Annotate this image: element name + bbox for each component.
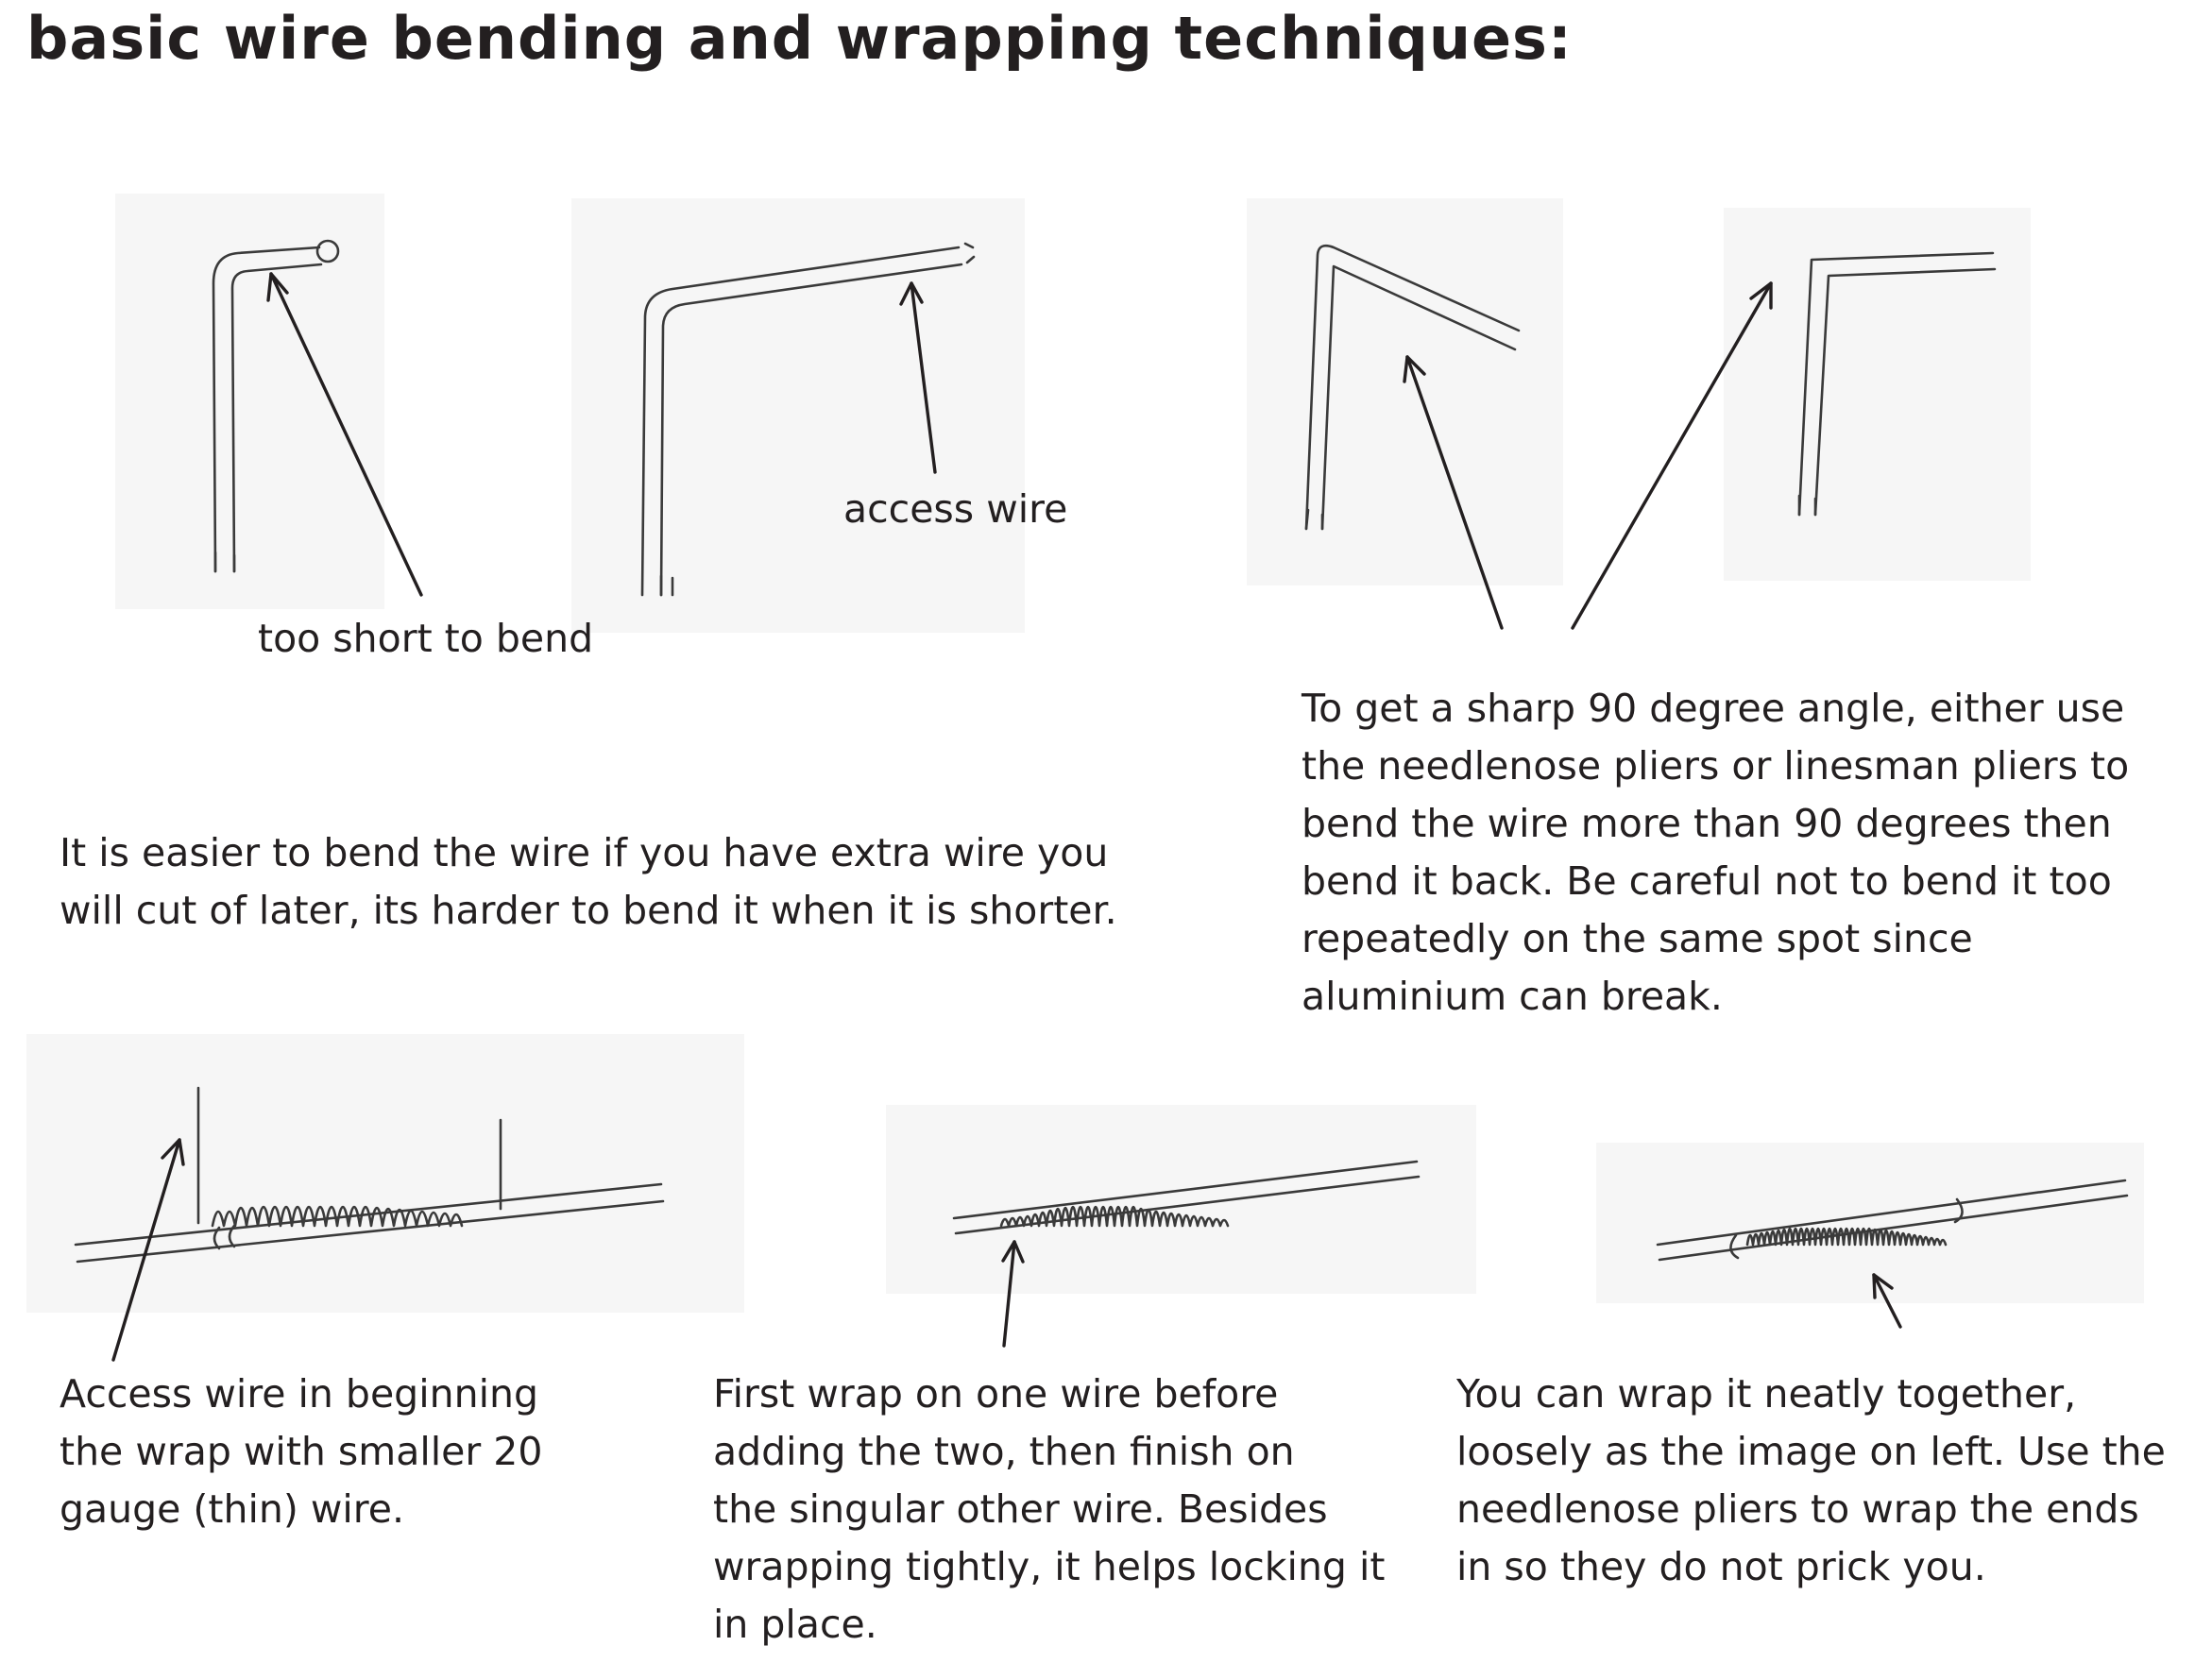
- arrow-first-wrap: [1001, 1240, 1025, 1348]
- arrow-neat-wrap: [1872, 1273, 1902, 1329]
- sketch-background-short-bend: [115, 194, 384, 609]
- arrow-access-wrap: [111, 1138, 185, 1362]
- first-wrap-sketch: [952, 1160, 1421, 1235]
- paragraph-access-wire-wrap: Access wire in beginning the wrap with s…: [60, 1371, 543, 1532]
- paragraph-first-wrap: First wrap on one wire before adding the…: [713, 1371, 1386, 1647]
- label-too-short-to-bend: too short to bend: [258, 616, 594, 661]
- over-bent-wire-sketch: [1304, 244, 1521, 531]
- sketch-background-access-wrap: [26, 1034, 744, 1313]
- access-wire-wrap-sketch: [74, 1086, 665, 1264]
- arrow-over-bend: [1403, 355, 1504, 630]
- sketch-background-first-wrap: [886, 1105, 1476, 1294]
- sketch-background-over-bend: [1247, 198, 1563, 585]
- arrow-access-wire: [899, 281, 937, 474]
- page-title: basic wire bending and wrapping techniqu…: [26, 4, 1573, 73]
- arrow-sharp-bend: [1571, 281, 1773, 630]
- short-wire-bend-sketch: [212, 239, 340, 573]
- paragraph-sharp-angle: To get a sharp 90 degree angle, either u…: [1302, 686, 2130, 1019]
- paragraph-extra-wire: It is easier to bend the wire if you hav…: [60, 830, 1117, 933]
- sharp-bend-wire-sketch: [1797, 251, 1997, 517]
- label-access-wire: access wire: [843, 486, 1068, 532]
- long-wire-bend-sketch: [640, 242, 976, 597]
- paragraph-neat-wrap: You can wrap it neatly together, loosely…: [1456, 1371, 2166, 1589]
- neat-wrap-sketch: [1656, 1179, 2129, 1262]
- sketch-background-neat-wrap: [1596, 1143, 2144, 1303]
- arrow-too-short: [266, 272, 423, 597]
